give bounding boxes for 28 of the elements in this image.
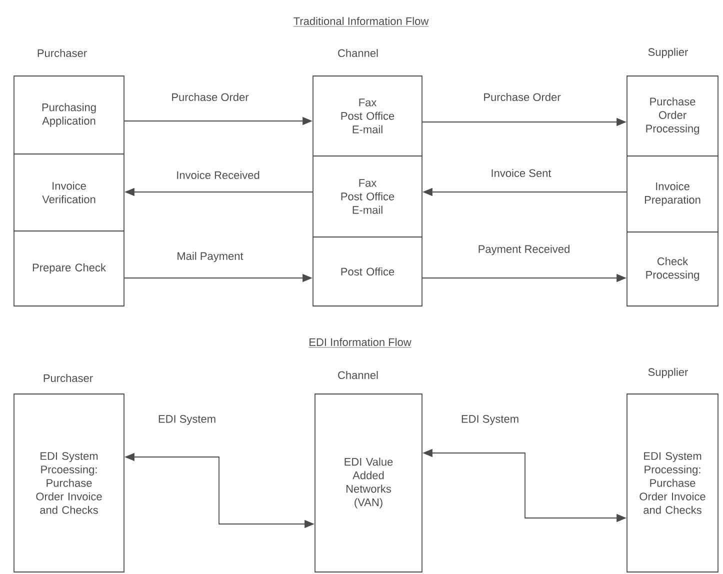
edge-label: Invoice Received: [175, 170, 261, 180]
process-box: Purchasing Application: [14, 76, 124, 154]
edge-label: Payment Received: [476, 244, 572, 256]
edge-label: Invoice Sent: [490, 168, 552, 178]
process-box: EDI Value Added Networks (VAN): [314, 394, 422, 572]
process-box: Purchase Order Processing: [626, 76, 718, 156]
process-box: EDI System Processing: Purchase Order Invoice and Checks: [626, 394, 718, 572]
process-box: EDI System Prcoessing: Purchase Order Invoice and Checks: [14, 394, 124, 572]
process-box: Prepare Check: [14, 230, 124, 306]
edge-label: EDI System: [460, 414, 520, 426]
process-box: Fax Post Office E-mail: [312, 156, 422, 238]
process-box: Invoice Preparation: [626, 156, 718, 232]
process-box: Fax Post Office E-mail: [312, 76, 422, 156]
edge-label: EDI System: [156, 414, 218, 426]
edge-label: Mail Payment: [176, 250, 244, 264]
process-box: Invoice Verification: [14, 154, 124, 232]
section-title: EDI Information Flow: [308, 338, 412, 348]
section-title: Traditional Information Flow: [293, 16, 429, 27]
process-box: Check Processing: [626, 232, 718, 306]
process-box: Post Office: [312, 236, 422, 306]
column-header: Purchaser: [38, 48, 87, 58]
column-header: Channel: [338, 370, 378, 380]
edge-label: Purchase Order: [482, 92, 562, 102]
column-header: Supplier: [648, 48, 688, 58]
column-header: Purchaser: [44, 374, 93, 382]
edge-label: Purchase Order: [170, 92, 250, 102]
column-header: Supplier: [648, 368, 688, 378]
column-header: Channel: [338, 48, 378, 58]
